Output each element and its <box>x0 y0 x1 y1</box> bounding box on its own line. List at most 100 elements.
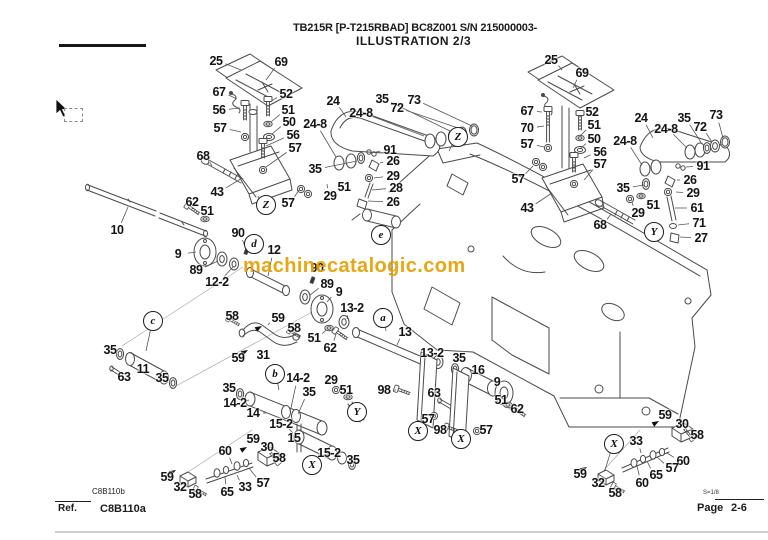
part-label: 73 <box>407 93 421 107</box>
part-label: 51 <box>200 204 214 218</box>
part-label: 9 <box>174 247 182 261</box>
view-circle-Y: Y <box>644 222 664 242</box>
view-circle-b: b <box>265 364 285 384</box>
part-label: 57 <box>511 172 525 186</box>
top-rule <box>59 44 146 47</box>
part-label: 50 <box>282 115 296 129</box>
part-label: 57 <box>213 121 227 135</box>
part-label: 31 <box>256 348 270 362</box>
part-label: 9 <box>335 285 343 299</box>
part-label: 57 <box>256 476 270 490</box>
part-label: 35 <box>346 453 360 467</box>
part-label: 58 <box>608 486 622 500</box>
footer-rule <box>55 501 91 503</box>
assembly-direction-arrow <box>240 350 248 356</box>
part-label: 91 <box>383 143 397 157</box>
part-label: 24 <box>326 94 340 108</box>
part-label: 89 <box>320 277 334 291</box>
part-label: 62 <box>185 195 199 209</box>
part-label: 25 <box>544 53 558 67</box>
header-illustration-line: ILLUSTRATION 2/3 <box>356 34 472 48</box>
part-label: 24-8 <box>654 122 678 136</box>
part-label: 72 <box>390 101 404 115</box>
part-label: 58 <box>272 451 286 465</box>
part-label: 57 <box>665 461 679 475</box>
part-label: 51 <box>337 180 351 194</box>
part-label: 59 <box>573 467 587 481</box>
part-label: 59 <box>271 311 285 325</box>
part-label: 33 <box>238 480 252 494</box>
part-label: 69 <box>575 66 589 80</box>
part-label: 43 <box>210 185 224 199</box>
part-label: 24-8 <box>613 134 637 148</box>
part-label: 71 <box>692 216 706 230</box>
view-circle-e: e <box>371 225 391 245</box>
part-label: 15 <box>287 431 301 445</box>
ref-label: Ref. <box>58 503 77 514</box>
part-label: 29 <box>631 206 645 220</box>
part-label: 15-2 <box>269 417 293 431</box>
part-label: 67 <box>212 85 226 99</box>
view-circle-Z: Z <box>256 195 276 215</box>
part-label: 9 <box>493 375 501 389</box>
page-label: Page <box>697 502 724 514</box>
part-label: 33 <box>629 434 643 448</box>
part-label: 25 <box>209 54 223 68</box>
part-label: 29 <box>386 169 400 183</box>
part-label: 35 <box>616 181 630 195</box>
part-label: 63 <box>117 370 131 384</box>
part-label: 59 <box>160 470 174 484</box>
part-label: 28 <box>389 181 403 195</box>
part-label: 72 <box>693 120 707 134</box>
part-label: 91 <box>696 159 710 173</box>
part-label: 35 <box>452 351 466 365</box>
view-circle-c: c <box>143 311 163 331</box>
part-label: 35 <box>677 111 691 125</box>
part-label: 58 <box>690 428 704 442</box>
page-number: 2-6 <box>731 502 747 514</box>
part-label: 68 <box>196 149 210 163</box>
assembly-direction-arrow <box>239 447 247 453</box>
part-label: 12-2 <box>205 275 229 289</box>
part-label: 62 <box>323 341 337 355</box>
part-label: 57 <box>593 157 607 171</box>
part-label: 59 <box>246 432 260 446</box>
view-circle-X: X <box>408 421 428 441</box>
part-label: 27 <box>694 231 708 245</box>
part-label: 98 <box>377 383 391 397</box>
watermark: machinecatalogic.com <box>243 255 466 277</box>
part-label: 35 <box>302 385 316 399</box>
scale-note: S=1/8 <box>703 490 719 496</box>
part-label: 10 <box>110 223 124 237</box>
part-label: 50 <box>587 132 601 146</box>
part-label: 52 <box>585 105 599 119</box>
part-label: 60 <box>635 476 649 490</box>
part-label: 35 <box>222 381 236 395</box>
view-circle-X: X <box>604 434 624 454</box>
part-label: 59 <box>231 351 245 365</box>
assembly-direction-arrow <box>168 470 176 476</box>
selection-box <box>64 108 83 122</box>
assembly-direction-arrow <box>651 421 659 427</box>
part-label: 29 <box>686 186 700 200</box>
part-label: 60 <box>676 454 690 468</box>
part-label: 26 <box>386 154 400 168</box>
part-label: 30 <box>675 417 689 431</box>
part-label: 24 <box>634 111 648 125</box>
ref-code-top: C8B110b <box>92 487 125 496</box>
part-label: 51 <box>494 393 508 407</box>
part-label: 60 <box>218 444 232 458</box>
part-label: 35 <box>103 343 117 357</box>
part-label: 43 <box>520 201 534 215</box>
part-label: 98 <box>433 423 447 437</box>
part-label: 57 <box>281 196 295 210</box>
part-label: 59 <box>658 408 672 422</box>
part-label: 52 <box>279 87 293 101</box>
part-label: 51 <box>281 103 295 117</box>
part-label: 61 <box>690 201 704 215</box>
part-label: 65 <box>649 468 663 482</box>
part-label: 63 <box>427 386 441 400</box>
part-label: 13 <box>398 325 412 339</box>
part-label: 51 <box>339 383 353 397</box>
